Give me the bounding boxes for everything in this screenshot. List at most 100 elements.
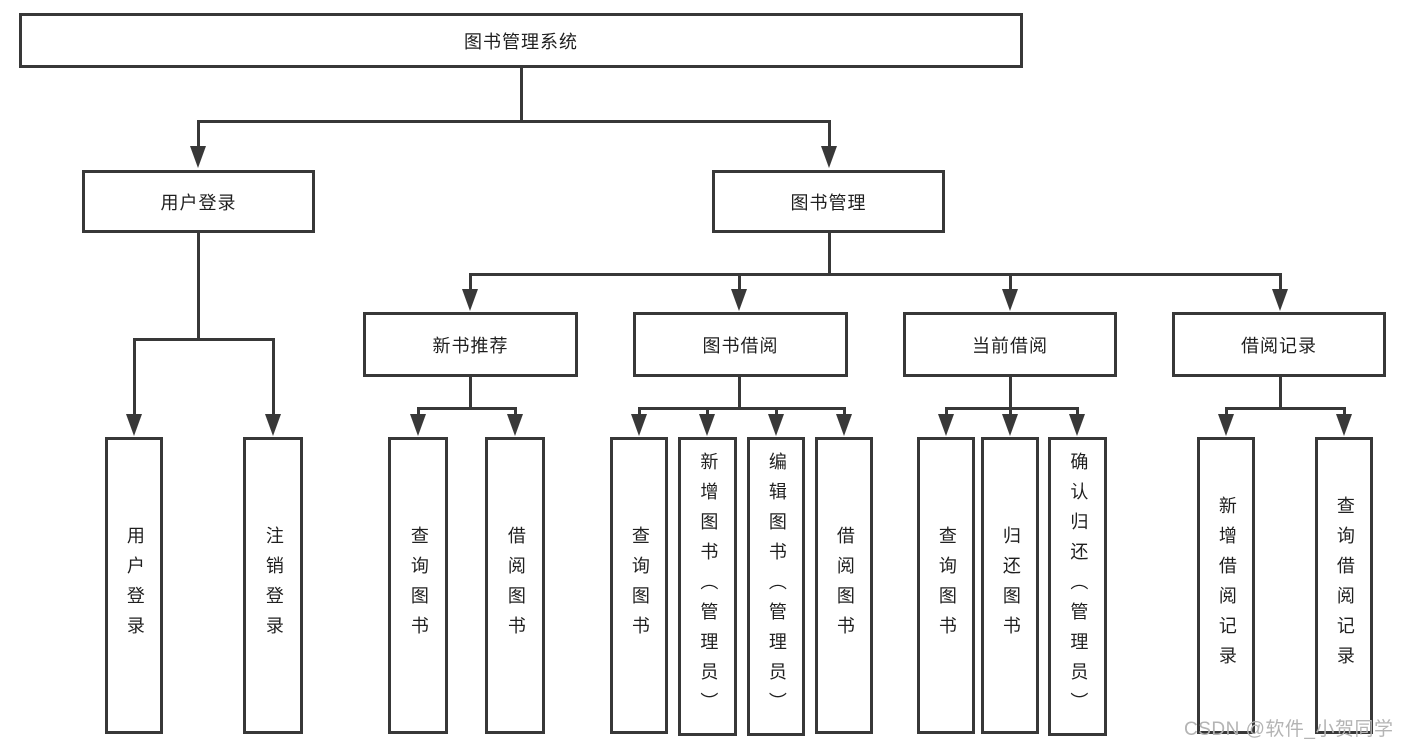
arrow-head-icon	[836, 414, 852, 436]
node-user-login: 用户登录	[82, 170, 315, 233]
leaf-query-books-3: 查询图书	[917, 437, 975, 734]
leaf-return-books: 归还图书	[981, 437, 1039, 734]
node-user-login-label: 用户登录	[160, 192, 237, 213]
arrow-shaft	[513, 407, 517, 414]
arrow-head-icon	[821, 146, 837, 168]
leaf-query-borrow-record: 查询借阅记录	[1315, 437, 1373, 734]
csdn-watermark: CSDN @软件_小贺同学	[1184, 719, 1394, 740]
node-library-management-system-label: 图书管理系统	[464, 31, 578, 52]
leaf-query-books-1: 查询图书	[388, 437, 448, 734]
arrow-shaft	[468, 273, 472, 289]
leaf-borrow-books-2-label: 借阅图书	[834, 525, 855, 646]
arrow-head-icon	[1218, 414, 1234, 436]
arrow-head-icon	[1069, 414, 1085, 436]
arrow-to-book-management	[821, 120, 837, 168]
connector-user-login-hline	[133, 338, 275, 341]
arrow-shaft	[1342, 407, 1346, 414]
arrow-head-icon	[190, 146, 206, 168]
node-book-borrow: 图书借阅	[633, 312, 848, 377]
leaf-logout: 注销登录	[243, 437, 303, 734]
leaf-borrow-books-1-label: 借阅图书	[505, 525, 526, 646]
leaf-add-books-admin: 新增图书（管理员）	[678, 437, 737, 736]
leaf-edit-books-admin-label: 编辑图书（管理员）	[766, 451, 787, 722]
leaf-query-books-3-label: 查询图书	[936, 525, 957, 646]
leaf-query-borrow-record-label: 查询借阅记录	[1334, 495, 1355, 676]
arrow-shaft	[416, 407, 420, 414]
node-current-borrow: 当前借阅	[903, 312, 1117, 377]
arrow-shaft	[1224, 407, 1228, 414]
leaf-query-books-1-label: 查询图书	[408, 525, 429, 646]
arrow-to-leaf	[1336, 407, 1352, 436]
arrow-shaft	[1278, 273, 1282, 289]
node-new-book-recommend-label: 新书推荐	[432, 335, 509, 356]
leaf-add-borrow-record-label: 新增借阅记录	[1216, 495, 1237, 676]
arrow-to-leaf-logout	[265, 338, 281, 436]
arrow-to-leaf	[938, 407, 954, 436]
node-library-management-system: 图书管理系统	[19, 13, 1023, 68]
arrow-to-book-borrow	[731, 273, 747, 311]
leaf-logout-label: 注销登录	[263, 525, 284, 646]
leaf-add-books-admin-label: 新增图书（管理员）	[698, 451, 719, 722]
leaf-return-books-label: 归还图书	[1000, 525, 1021, 646]
leaf-query-books-2: 查询图书	[610, 437, 668, 734]
node-book-borrow-label: 图书借阅	[702, 335, 779, 356]
arrow-head-icon	[938, 414, 954, 436]
arrow-to-leaf	[631, 407, 647, 436]
arrow-head-icon	[1002, 289, 1018, 311]
node-borrow-records: 借阅记录	[1172, 312, 1386, 377]
arrow-head-icon	[265, 414, 281, 436]
node-book-management-label: 图书管理	[790, 192, 867, 213]
connector-new-book-recommend-hline	[417, 407, 517, 410]
node-current-borrow-label: 当前借阅	[972, 335, 1048, 356]
leaf-add-borrow-record: 新增借阅记录	[1197, 437, 1255, 734]
arrow-shaft	[842, 407, 846, 414]
arrow-shaft	[737, 273, 741, 289]
arrow-to-leaf	[1002, 407, 1018, 436]
connector-book-management-vline	[828, 233, 831, 273]
arrow-head-icon	[731, 289, 747, 311]
connector-borrow-records-vline	[1279, 377, 1282, 407]
arrow-shaft	[774, 407, 778, 414]
arrow-to-current-borrow	[1002, 273, 1018, 311]
arrow-shaft	[132, 338, 136, 414]
arrow-shaft	[271, 338, 275, 414]
node-book-management: 图书管理	[712, 170, 945, 233]
connector-root-vline	[520, 68, 523, 120]
connector-book-borrow-hline	[638, 407, 845, 410]
arrow-head-icon	[1336, 414, 1352, 436]
connector-user-login-vline	[197, 233, 200, 338]
leaf-edit-books-admin: 编辑图书（管理员）	[747, 437, 805, 736]
arrow-shaft	[705, 407, 709, 414]
connector-root-hline	[197, 120, 831, 123]
arrow-shaft	[1075, 407, 1079, 414]
arrow-head-icon	[699, 414, 715, 436]
arrow-shaft	[1008, 273, 1012, 289]
arrow-to-user-login	[190, 120, 206, 168]
connector-book-borrow-vline	[738, 377, 741, 407]
leaf-user-login: 用户登录	[105, 437, 163, 734]
arrow-to-leaf	[768, 407, 784, 436]
arrow-head-icon	[1272, 289, 1288, 311]
arrow-to-leaf	[1218, 407, 1234, 436]
arrow-to-leaf	[507, 407, 523, 436]
arrow-to-leaf	[410, 407, 426, 436]
arrow-shaft	[637, 407, 641, 414]
node-borrow-records-label: 借阅记录	[1241, 335, 1317, 356]
leaf-borrow-books-2: 借阅图书	[815, 437, 873, 734]
arrow-to-new-book-recommend	[462, 273, 478, 311]
arrow-to-leaf-user-login	[126, 338, 142, 436]
arrow-shaft	[1008, 407, 1012, 414]
arrow-head-icon	[1002, 414, 1018, 436]
leaf-query-books-2-label: 查询图书	[629, 525, 650, 646]
arrow-shaft	[827, 120, 831, 146]
connector-new-book-recommend-vline	[469, 377, 472, 407]
node-new-book-recommend: 新书推荐	[363, 312, 578, 377]
arrow-to-leaf	[1069, 407, 1085, 436]
arrow-head-icon	[462, 289, 478, 311]
leaf-confirm-return-admin: 确认归还（管理员）	[1048, 437, 1107, 736]
arrow-shaft	[196, 120, 200, 146]
arrow-to-borrow-records	[1272, 273, 1288, 311]
arrow-shaft	[944, 407, 948, 414]
leaf-borrow-books-1: 借阅图书	[485, 437, 545, 734]
